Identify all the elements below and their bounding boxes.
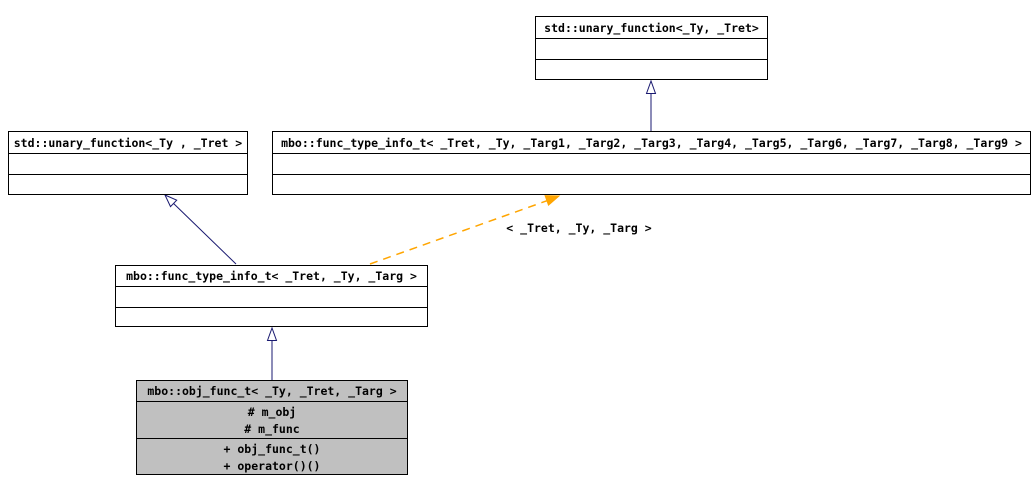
- class-title: mbo::func_type_info_t< _Tret, _Ty, _Targ…: [126, 269, 417, 283]
- methods-compartment: + obj_func_t() + operator()(): [137, 438, 407, 475]
- class-node-obj-func-t-current: mbo::obj_func_t< _Ty, _Tret, _Targ > # m…: [136, 380, 408, 475]
- attribute-m-obj: # m_obj: [247, 404, 297, 419]
- class-title: mbo::func_type_info_t< _Tret, _Ty, _Targ…: [281, 135, 1022, 150]
- empty-methods-compartment: [273, 174, 1030, 195]
- method-operator-call: + operator()(): [223, 458, 321, 473]
- empty-attributes-compartment: [116, 286, 427, 307]
- class-node-func-type-info-t-primary[interactable]: mbo::func_type_info_t< _Tret, _Ty, _Targ…: [272, 131, 1031, 195]
- empty-attributes-compartment: [9, 153, 247, 174]
- class-title: std::unary_function<_Ty , _Tret >: [13, 135, 243, 150]
- inheritance-arrowhead: [266, 326, 278, 341]
- empty-methods-compartment: [9, 174, 247, 195]
- class-title: mbo::obj_func_t< _Ty, _Tret, _Targ >: [147, 384, 397, 398]
- empty-attributes-compartment: [273, 153, 1030, 174]
- empty-methods-compartment: [536, 59, 767, 80]
- class-title: std::unary_function<_Ty, _Tret>: [544, 20, 759, 35]
- empty-methods-compartment: [116, 307, 427, 328]
- attributes-compartment: # m_obj # m_func: [137, 401, 407, 438]
- inheritance-arrowhead: [163, 193, 178, 208]
- template-arguments-label: < _Tret, _Ty, _Targ >: [506, 221, 652, 235]
- class-node-std-unary-function[interactable]: std::unary_function<_Ty, _Tret>: [535, 16, 768, 80]
- inheritance-edge-line: [170, 200, 237, 265]
- attribute-m-func: # m_func: [244, 421, 300, 436]
- class-node-std-unary-function-instance[interactable]: std::unary_function<_Ty , _Tret >: [8, 131, 248, 195]
- inheritance-arrowhead: [645, 79, 657, 94]
- template-instance-edge-line: [369, 199, 550, 265]
- empty-attributes-compartment: [536, 38, 767, 59]
- method-obj-func-t: + obj_func_t(): [223, 441, 321, 456]
- class-node-func-type-info-t[interactable]: mbo::func_type_info_t< _Tret, _Ty, _Targ…: [115, 265, 428, 327]
- template-instance-arrowhead: [544, 195, 561, 206]
